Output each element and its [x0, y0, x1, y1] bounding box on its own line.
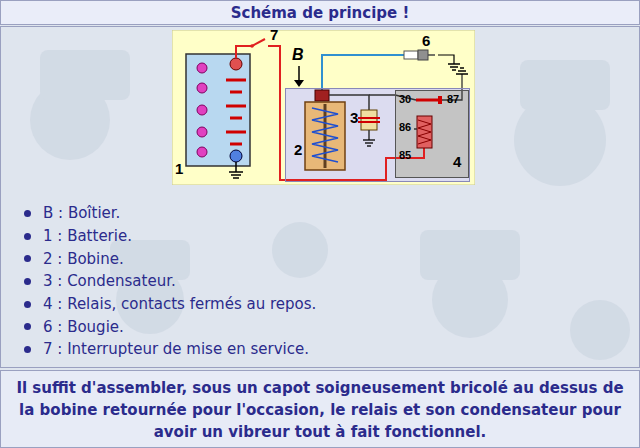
legend-text: B : Boîtier.	[43, 204, 120, 222]
housing-letter: B	[292, 47, 304, 63]
housing-box: B308786854	[285, 88, 470, 182]
legend-bullet	[24, 233, 31, 240]
callout-number: 6	[422, 33, 430, 48]
caption-band: Il suffit d'assembler, sous un capot soi…	[0, 370, 640, 448]
page-title: Schéma de principe !	[231, 4, 410, 22]
legend-item: B : Boîtier.	[18, 202, 316, 225]
caption-text: Il suffit d'assembler, sous un capot soi…	[1, 371, 639, 443]
legend-item: 7 : Interrupteur de mise en service.	[18, 338, 316, 361]
legend-bullet	[24, 210, 31, 217]
legend-text: 4 : Relais, contacts fermés au repos.	[43, 295, 316, 313]
legend-bullet	[24, 255, 31, 262]
callout-number: 1	[175, 161, 183, 176]
legend-text: 3 : Condensateur.	[43, 272, 176, 290]
callout-number: 2	[294, 142, 302, 157]
legend-item: 1 : Batterie.	[18, 225, 316, 248]
legend-bullet	[24, 301, 31, 308]
legend-text: 2 : Bobine.	[43, 250, 124, 268]
legend-bullet	[24, 323, 31, 330]
pin-number: 87	[447, 94, 459, 105]
schematic: B 30 87 86 85 4 1 7 2 3 6	[172, 30, 475, 185]
callout-number: 3	[350, 110, 358, 125]
callout-number: 7	[270, 27, 278, 42]
legend-item: 2 : Bobine.	[18, 247, 316, 270]
legend-bullet	[24, 278, 31, 285]
legend-text: 1 : Batterie.	[43, 227, 132, 245]
pin-number: 85	[399, 150, 411, 161]
legend-text: 7 : Interrupteur de mise en service.	[43, 340, 309, 358]
pin-number: 30	[399, 94, 411, 105]
callout-number: 4	[453, 154, 461, 169]
legend-text: 6 : Bougie.	[43, 318, 124, 336]
pin-number: 86	[399, 122, 411, 133]
legend-item: 6 : Bougie.	[18, 315, 316, 338]
relay-box: 30 87 86 85 4	[395, 90, 469, 178]
legend-bullet	[24, 346, 31, 353]
legend-list: B : Boîtier. 1 : Batterie. 2 : Bobine. 3 : …	[18, 202, 316, 361]
schematic-illustration	[172, 30, 475, 185]
title-band: Schéma de principe !	[0, 0, 640, 25]
legend-item: 4 : Relais, contacts fermés au repos.	[18, 293, 316, 316]
legend-item: 3 : Condensateur.	[18, 270, 316, 293]
